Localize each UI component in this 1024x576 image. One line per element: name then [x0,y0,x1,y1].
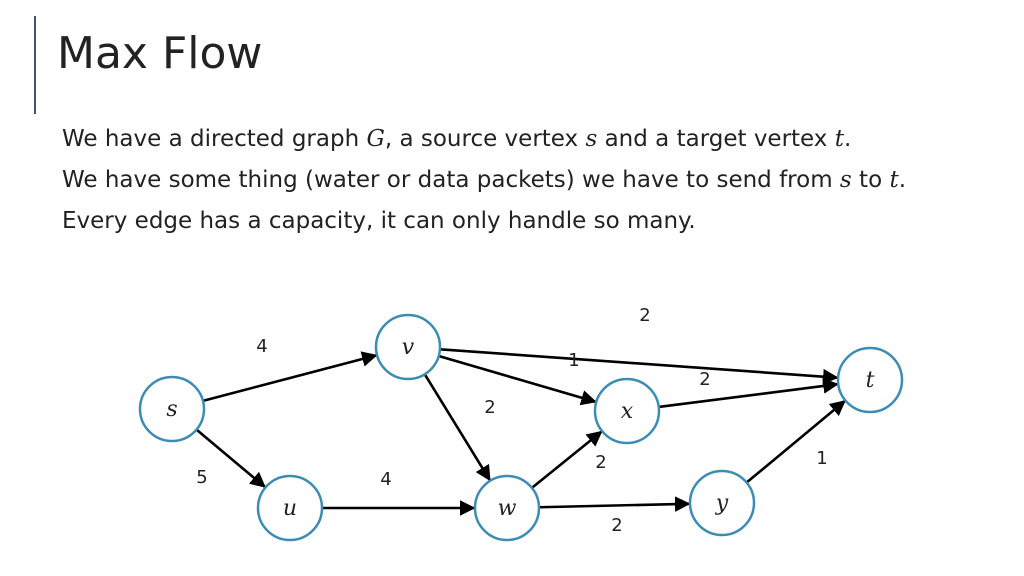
node-label: u [283,496,297,521]
bullet-item: Every edge has a capacity, it can only h… [62,206,982,237]
node-u: u [256,474,324,542]
capacity-label-v-x: 1 [568,350,579,371]
math-symbol: G [366,126,385,152]
capacity-label-v-w: 2 [484,397,495,418]
edge-v-t [439,347,839,385]
math-symbol: s [839,167,852,194]
node-label: v [402,335,415,360]
edge-y-t [745,400,846,484]
edge-v-x [438,354,597,406]
bullet-item: We have a directed graph G, a source ver… [62,124,982,155]
edge-w-x [531,430,603,489]
bullet-text: We have a directed graph [62,126,367,152]
bullet-text: We have some thing (water or data packet… [62,167,840,194]
bullet-text: and a target vertex [597,126,835,152]
title-accent-bar [34,16,36,114]
capacity-label-y-t: 1 [816,448,827,469]
node-circle [836,346,904,414]
node-circle [374,313,442,381]
node-w: w [473,474,541,542]
capacity-label-u-w: 4 [380,469,391,490]
bullet-list: We have a directed graph G, a source ver… [62,124,982,247]
bullet-text: Every edge has a capacity, it can only h… [62,208,696,235]
edge-v-w [423,373,491,482]
node-s: s [138,375,206,443]
node-label: y [715,491,729,516]
node-label: t [866,368,875,393]
capacity-label-x-t: 2 [699,369,710,390]
edge-x-t [658,378,839,409]
node-circle [256,474,324,542]
bullet-text: , a source vertex [384,126,586,152]
node-v: v [374,313,442,381]
node-circle [138,375,206,443]
node-x: x [593,377,661,445]
node-circle [473,474,541,542]
capacity-label-v-t: 2 [639,305,650,326]
node-label: s [166,397,177,422]
capacity-label-s-v: 4 [256,336,267,357]
bullet-text: to [851,167,890,194]
capacity-label-w-y: 2 [611,515,622,536]
edge-s-u [195,428,266,488]
node-t: t [836,346,904,414]
bullet-item: We have some thing (water or data packet… [62,165,982,196]
bullet-text: . [898,167,907,194]
math-symbol: t [889,167,899,194]
edge-w-y [538,496,691,512]
math-symbol: t [834,126,844,152]
edge-s-v [202,351,378,403]
bullet-text: . [843,126,852,152]
node-circle [688,469,756,537]
node-label: x [621,399,634,424]
capacity-label-s-u: 5 [196,467,207,488]
math-symbol: s [585,126,598,152]
node-label: w [498,496,517,521]
slide-title: Max Flow [57,28,263,79]
node-circle [593,377,661,445]
node-y: y [688,469,756,537]
capacity-label-w-x: 2 [595,452,606,473]
